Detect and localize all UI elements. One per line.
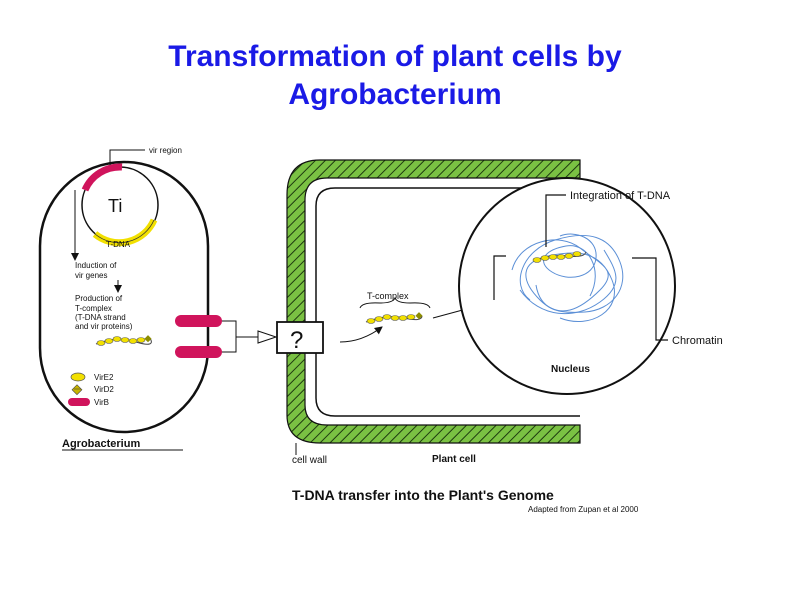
tcomplex-label: T-complex — [367, 291, 409, 301]
cytoplasm-tcomplex — [365, 312, 423, 324]
nucleus-label: Nucleus — [551, 364, 590, 375]
plant-cell-label: Plant cell — [432, 454, 476, 465]
caption-main: T-DNA transfer into the Plant's Genome — [292, 487, 554, 503]
bacterium-tcomplex — [95, 335, 152, 346]
agrobacterium-label: Agrobacterium — [62, 438, 140, 450]
vir-region-arc — [81, 163, 123, 192]
vire2-label: VirE2 — [94, 373, 114, 382]
nucleus — [458, 177, 676, 395]
virb-legend-icon — [68, 398, 90, 406]
production-line-1: Production of — [75, 294, 123, 303]
production-line-3: (T-DNA strand — [75, 313, 126, 322]
chromatin-fibers — [511, 233, 624, 323]
virb-pore-bottom — [175, 346, 222, 358]
vire2-legend-icon — [70, 372, 86, 382]
virb-pore-top — [175, 315, 222, 327]
title-line-2: Agrobacterium — [288, 78, 502, 111]
question-mark: ? — [290, 327, 303, 354]
vird2-label: VirD2 — [94, 385, 114, 394]
integration-label: Integration of T-DNA — [570, 190, 671, 202]
plant-cell-wall — [286, 159, 581, 444]
production-line-4: and vir proteins) — [75, 322, 133, 331]
bacterium-outline — [38, 160, 210, 434]
virb-label: VirB — [94, 398, 109, 407]
ti-label: Ti — [108, 196, 122, 216]
cell-wall-label: cell wall — [292, 455, 327, 466]
vird2-legend-icon — [71, 384, 83, 396]
induction-line-2: vir genes — [75, 271, 107, 280]
plasma-membrane — [315, 187, 580, 417]
slide-title: Transformation of plant cells by Agrobac… — [0, 38, 790, 114]
integrated-tdna — [532, 251, 587, 263]
transfer-arrowhead — [257, 330, 278, 344]
induction-line-1: Induction of — [75, 261, 117, 270]
tdna-label: T-DNA — [106, 240, 131, 249]
production-line-2: T-complex — [75, 304, 112, 313]
title-line-1: Transformation of plant cells by — [168, 40, 622, 73]
vir-region-label: vir region — [149, 146, 182, 155]
caption-credit: Adapted from Zupan et al 2000 — [528, 505, 639, 514]
question-box — [276, 321, 324, 354]
chromatin-label: Chromatin — [672, 335, 723, 347]
